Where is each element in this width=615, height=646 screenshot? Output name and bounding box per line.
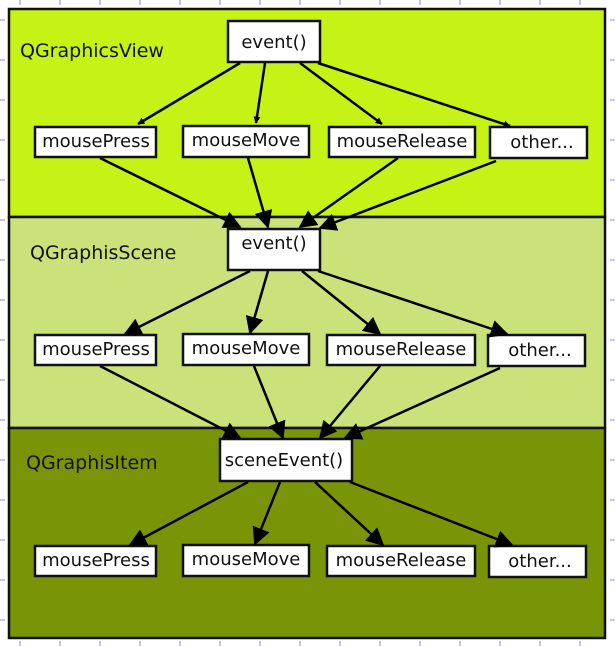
arrow-scene-move-to-item [252, 365, 286, 440]
arrow-scene-event-to-move [245, 270, 270, 335]
arrow-item-event-to-move [252, 481, 282, 546]
view-mouse-move-label: mouseMove [192, 130, 301, 151]
arrows-item [128, 480, 514, 548]
scene-event-label: event() [241, 233, 306, 254]
arrows-scene-to-item [99, 364, 501, 440]
arrows-view-to-scene [99, 156, 497, 231]
item-other-label: other... [508, 551, 571, 572]
view-mouse-press-box [33, 125, 158, 159]
scene-other-label: other... [508, 340, 571, 361]
arrow-scene-press-to-item [99, 364, 242, 440]
arrow-view-release-to-scene [298, 156, 399, 229]
scene-mouse-move-box [181, 332, 311, 367]
arrow-scene-event-to-press [123, 269, 251, 336]
arrow-scene-release-to-item [318, 365, 381, 440]
view-event-box [226, 19, 322, 64]
scene-mouse-release-label: mouseRelease [336, 339, 467, 360]
scene-other-box [486, 333, 587, 368]
layer-graphics-view-title: QGraphicsView [20, 40, 164, 62]
item-mouse-move-label: mouseMove [192, 549, 301, 570]
scene-event-box [226, 227, 322, 272]
view-mouse-move-box [181, 124, 311, 159]
arrow-view-move-to-scene [246, 157, 273, 229]
layer-graphics-view: QGraphicsView event() mousePress mouseMo… [7, 7, 607, 219]
item-scene-event-label: sceneEvent() [225, 450, 343, 471]
arrow-item-event-to-other [349, 480, 514, 548]
view-mouse-release-label: mouseRelease [337, 131, 468, 152]
view-other-box [488, 125, 589, 160]
arrow-view-event-to-release [299, 61, 383, 126]
layer-graphics-item: QGraphisItem sceneEvent() mousePress mou… [7, 426, 607, 640]
item-mouse-move-box [181, 543, 311, 578]
arrow-scene-event-to-other [317, 269, 509, 338]
item-mouse-release-label: mouseRelease [336, 550, 467, 571]
scene-mouse-release-box [325, 333, 477, 367]
item-scene-event-box [218, 437, 354, 483]
arrow-view-other-to-scene [318, 159, 497, 231]
scene-mouse-press-label: mousePress [42, 339, 150, 360]
layer-graphics-item-title: QGraphisItem [26, 452, 158, 474]
arrow-view-event-to-other [317, 61, 511, 128]
arrow-view-press-to-scene [99, 156, 242, 229]
view-mouse-release-box [327, 125, 477, 159]
layer-graphics-scene: QGraphisScene event() mousePress mouseMo… [7, 215, 607, 430]
scene-mouse-press-box [33, 333, 158, 367]
arrow-scene-other-to-item [343, 366, 501, 440]
layer-graphics-scene-title: QGraphisScene [30, 242, 176, 264]
item-other-box [487, 544, 588, 579]
arrows-scene [123, 269, 509, 338]
arrow-scene-event-to-release [301, 270, 382, 336]
item-mouse-release-box [325, 544, 477, 578]
arrow-item-event-to-release [314, 481, 385, 547]
view-other-label: other... [510, 132, 573, 153]
item-mouse-press-box [33, 544, 158, 578]
item-mouse-press-label: mousePress [42, 550, 150, 571]
view-mouse-press-label: mousePress [42, 131, 150, 152]
arrow-item-event-to-press [128, 480, 249, 547]
arrow-view-event-to-press [137, 61, 241, 126]
view-event-label: event() [241, 32, 306, 53]
arrows-view [137, 61, 511, 128]
arrow-view-event-to-move [253, 62, 267, 124]
scene-mouse-move-label: mouseMove [192, 338, 301, 359]
